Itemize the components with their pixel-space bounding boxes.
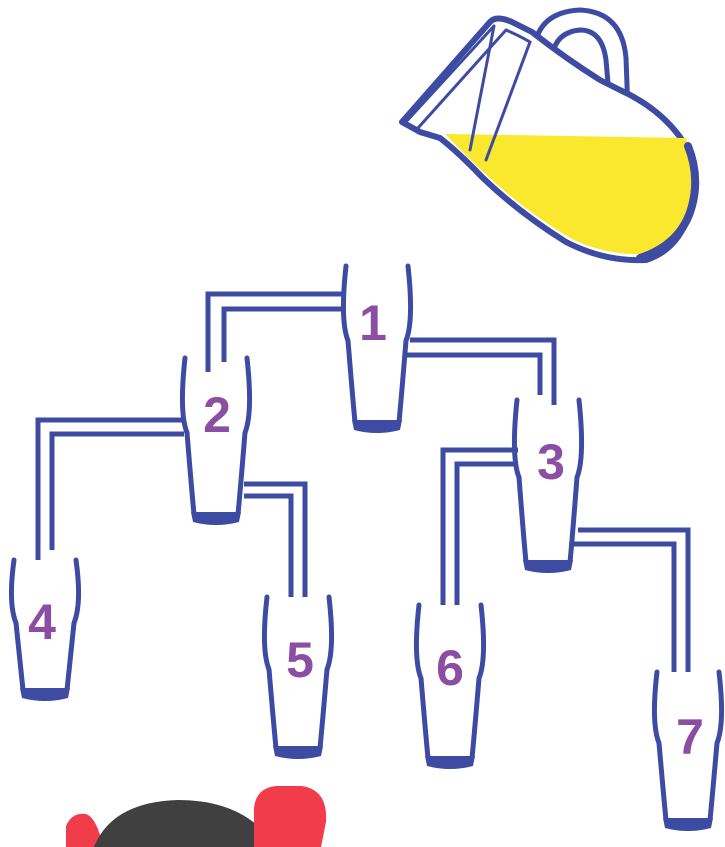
glass-2: 2: [179, 355, 253, 525]
red-shape-right: [254, 786, 327, 847]
glass-label: 4: [28, 594, 56, 650]
glass-icon: [179, 355, 197, 517]
glass-label: 2: [203, 387, 231, 443]
glass-label: 5: [286, 632, 314, 688]
glass-label: 7: [676, 709, 704, 765]
glass-icon: [235, 355, 253, 517]
glass-5: 5: [261, 594, 335, 759]
pipe-icon: [221, 306, 346, 362]
glass-icon: [261, 594, 279, 751]
pitcher-juice: [445, 134, 693, 255]
glass-icon: [413, 602, 431, 761]
pitcher-shading: [636, 142, 700, 262]
pipes: [35, 291, 691, 672]
glass-icon: [567, 397, 585, 565]
pipe-icon: [440, 447, 518, 605]
glass-icon: [469, 602, 487, 761]
glass-3: 3: [511, 397, 585, 573]
glass-icon: [511, 397, 529, 565]
dark-shape-center: [94, 800, 276, 847]
glass-icon: [707, 669, 725, 823]
glass-1: 1: [340, 263, 414, 433]
pipe-icon: [578, 527, 691, 672]
glass-base: [352, 420, 402, 433]
pipe-icon: [205, 291, 346, 372]
glass-icon: [651, 669, 669, 823]
glass-base: [523, 560, 573, 573]
glass-icon: [8, 557, 26, 693]
pipe-icon: [410, 337, 557, 405]
glass-label: 6: [436, 640, 464, 696]
pitcher-spout-rim: [402, 24, 532, 162]
glasses: 1 2 3 4 5 6 7: [8, 263, 725, 831]
glass-4: 4: [8, 557, 82, 701]
pipe-icon: [404, 352, 543, 395]
glass-icon: [64, 557, 82, 693]
glass-label: 3: [537, 434, 565, 490]
pipe-icon: [244, 493, 294, 597]
red-shape-left: [66, 813, 103, 847]
pipe-icon: [35, 417, 182, 560]
glass-base: [425, 756, 475, 769]
bottom-decoration: [66, 786, 327, 847]
glass-icon: [340, 263, 358, 425]
pipe-icon: [454, 461, 518, 605]
glass-base: [191, 512, 241, 525]
pipe-icon: [244, 481, 308, 597]
glass-base: [273, 746, 323, 759]
pipe-icon: [49, 431, 184, 550]
glass-6: 6: [413, 602, 487, 769]
glass-icon: [396, 263, 414, 425]
pipe-icon: [574, 541, 677, 672]
glass-base: [20, 688, 70, 701]
pitcher-icon: [399, 7, 700, 264]
glass-label: 1: [359, 295, 387, 351]
glass-7: 7: [651, 669, 725, 831]
glass-icon: [317, 594, 335, 751]
glass-base: [663, 818, 713, 831]
